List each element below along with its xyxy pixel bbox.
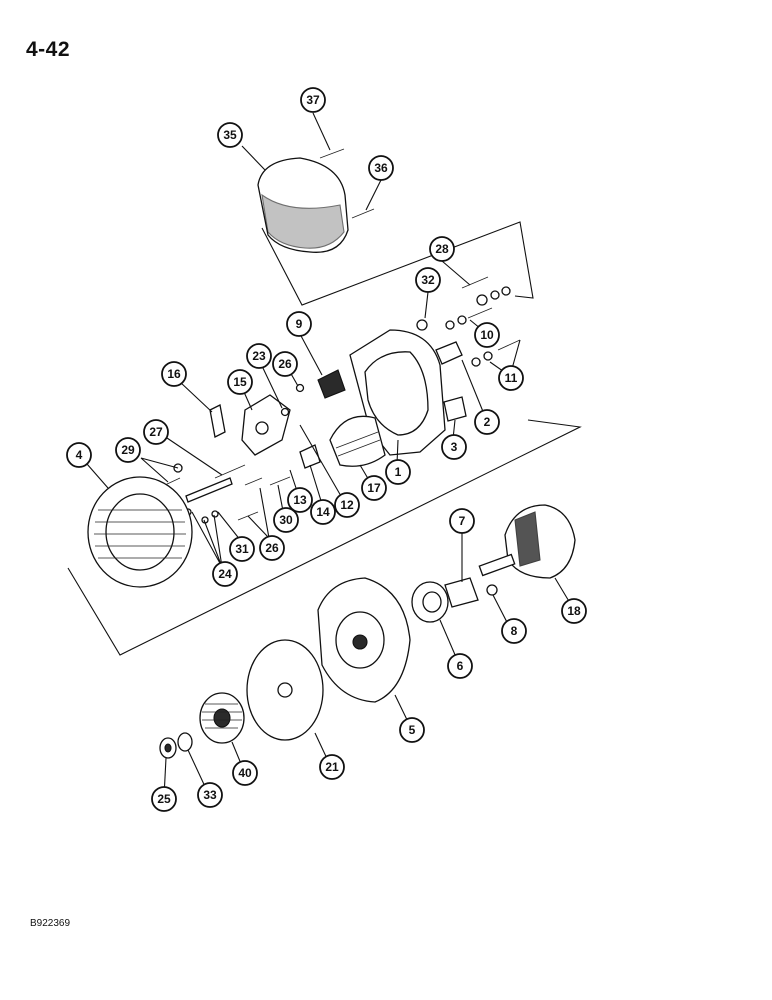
nut-8-part <box>486 584 498 596</box>
svg-text:25: 25 <box>157 792 171 806</box>
callout-25: 25 <box>151 786 177 812</box>
svg-text:30: 30 <box>279 513 293 527</box>
svg-text:26: 26 <box>278 357 292 371</box>
svg-text:9: 9 <box>296 317 303 331</box>
svg-text:16: 16 <box>167 367 181 381</box>
svg-text:1: 1 <box>395 465 402 479</box>
callout-32: 32 <box>415 267 441 293</box>
rear-cover-part <box>257 157 349 253</box>
figure-code: B922369 <box>30 918 71 929</box>
svg-text:3: 3 <box>451 440 458 454</box>
pulley-part <box>199 692 245 744</box>
svg-text:29: 29 <box>121 443 135 457</box>
svg-text:36: 36 <box>374 161 388 175</box>
callout-33: 33 <box>197 782 223 808</box>
page-number: 4-42 <box>26 38 71 61</box>
callout-18: 18 <box>561 598 587 624</box>
retainer-plate-part <box>444 577 479 608</box>
callout-7: 7 <box>449 508 475 534</box>
svg-text:40: 40 <box>238 766 252 780</box>
svg-text:11: 11 <box>505 371 518 385</box>
callout-6: 6 <box>447 653 473 679</box>
callout-27: 27 <box>143 419 169 445</box>
svg-text:17: 17 <box>367 481 381 495</box>
svg-text:6: 6 <box>457 659 464 673</box>
front-housing-part <box>317 577 411 703</box>
bushing-3-part <box>443 396 467 422</box>
cover-screw-36 <box>351 208 375 219</box>
svg-text:21: 21 <box>325 760 339 774</box>
svg-text:27: 27 <box>149 425 163 439</box>
callout-16: 16 <box>161 361 187 387</box>
terminal-hardware-part <box>416 276 521 367</box>
svg-text:13: 13 <box>293 493 307 507</box>
cover-group-frame <box>261 221 534 306</box>
callout-26-bottom: 26 <box>259 535 285 561</box>
bushing-2-part <box>435 341 463 365</box>
svg-text:4: 4 <box>76 448 83 462</box>
callout-4: 4 <box>66 442 92 468</box>
svg-text:8: 8 <box>511 624 518 638</box>
rotor-part <box>478 504 576 579</box>
fan-part <box>246 639 324 741</box>
rotor-group-frame <box>67 419 582 656</box>
svg-text:32: 32 <box>421 273 435 287</box>
bearing-part <box>411 581 449 623</box>
callout-24: 24 <box>212 561 238 587</box>
diode-bridge-part <box>329 415 386 467</box>
svg-text:12: 12 <box>340 498 354 512</box>
svg-text:18: 18 <box>567 604 581 618</box>
svg-text:33: 33 <box>203 788 217 802</box>
callout-28: 28 <box>429 236 455 262</box>
washer-part <box>177 732 193 752</box>
callout-12: 12 <box>334 492 360 518</box>
nut-25-part <box>159 737 177 759</box>
callout-2: 2 <box>474 409 500 435</box>
callout-40: 40 <box>232 760 258 786</box>
svg-text:24: 24 <box>218 567 232 581</box>
callout-29: 29 <box>115 437 141 463</box>
callout-13: 13 <box>287 487 313 513</box>
callout-36: 36 <box>368 155 394 181</box>
callout-35: 35 <box>217 122 243 148</box>
svg-text:7: 7 <box>459 514 466 528</box>
callout-15: 15 <box>227 369 253 395</box>
svg-text:26: 26 <box>265 541 279 555</box>
svg-text:2: 2 <box>484 415 491 429</box>
callout-37: 37 <box>300 87 326 113</box>
brush-holder-part <box>317 369 346 399</box>
callout-30: 30 <box>273 507 299 533</box>
callout-26-top: 26 <box>272 351 298 377</box>
svg-text:35: 35 <box>223 128 237 142</box>
callout-5: 5 <box>399 717 425 743</box>
stator-part <box>87 476 193 588</box>
svg-text:15: 15 <box>233 375 247 389</box>
svg-text:10: 10 <box>480 328 494 342</box>
callout-31: 31 <box>229 536 255 562</box>
regulator-part <box>241 394 291 456</box>
callout-9: 9 <box>286 311 312 337</box>
callout-10: 10 <box>474 322 500 348</box>
callout-21: 21 <box>319 754 345 780</box>
svg-text:23: 23 <box>252 349 266 363</box>
callout-14: 14 <box>310 499 336 525</box>
svg-text:37: 37 <box>306 93 320 107</box>
callout-3: 3 <box>441 434 467 460</box>
callout-1: 1 <box>385 459 411 485</box>
callout-balloons: 37 35 36 28 32 10 11 9 23 26 16 15 2 3 1… <box>66 87 587 812</box>
svg-text:28: 28 <box>435 242 449 256</box>
bracket-16-part <box>209 404 226 438</box>
cover-screw-37 <box>319 148 345 159</box>
svg-text:5: 5 <box>409 723 416 737</box>
callout-8: 8 <box>501 618 527 644</box>
svg-text:14: 14 <box>316 505 330 519</box>
callout-17: 17 <box>361 475 387 501</box>
svg-text:31: 31 <box>235 542 249 556</box>
callout-23: 23 <box>246 343 272 369</box>
callout-11: 11 <box>498 365 524 391</box>
